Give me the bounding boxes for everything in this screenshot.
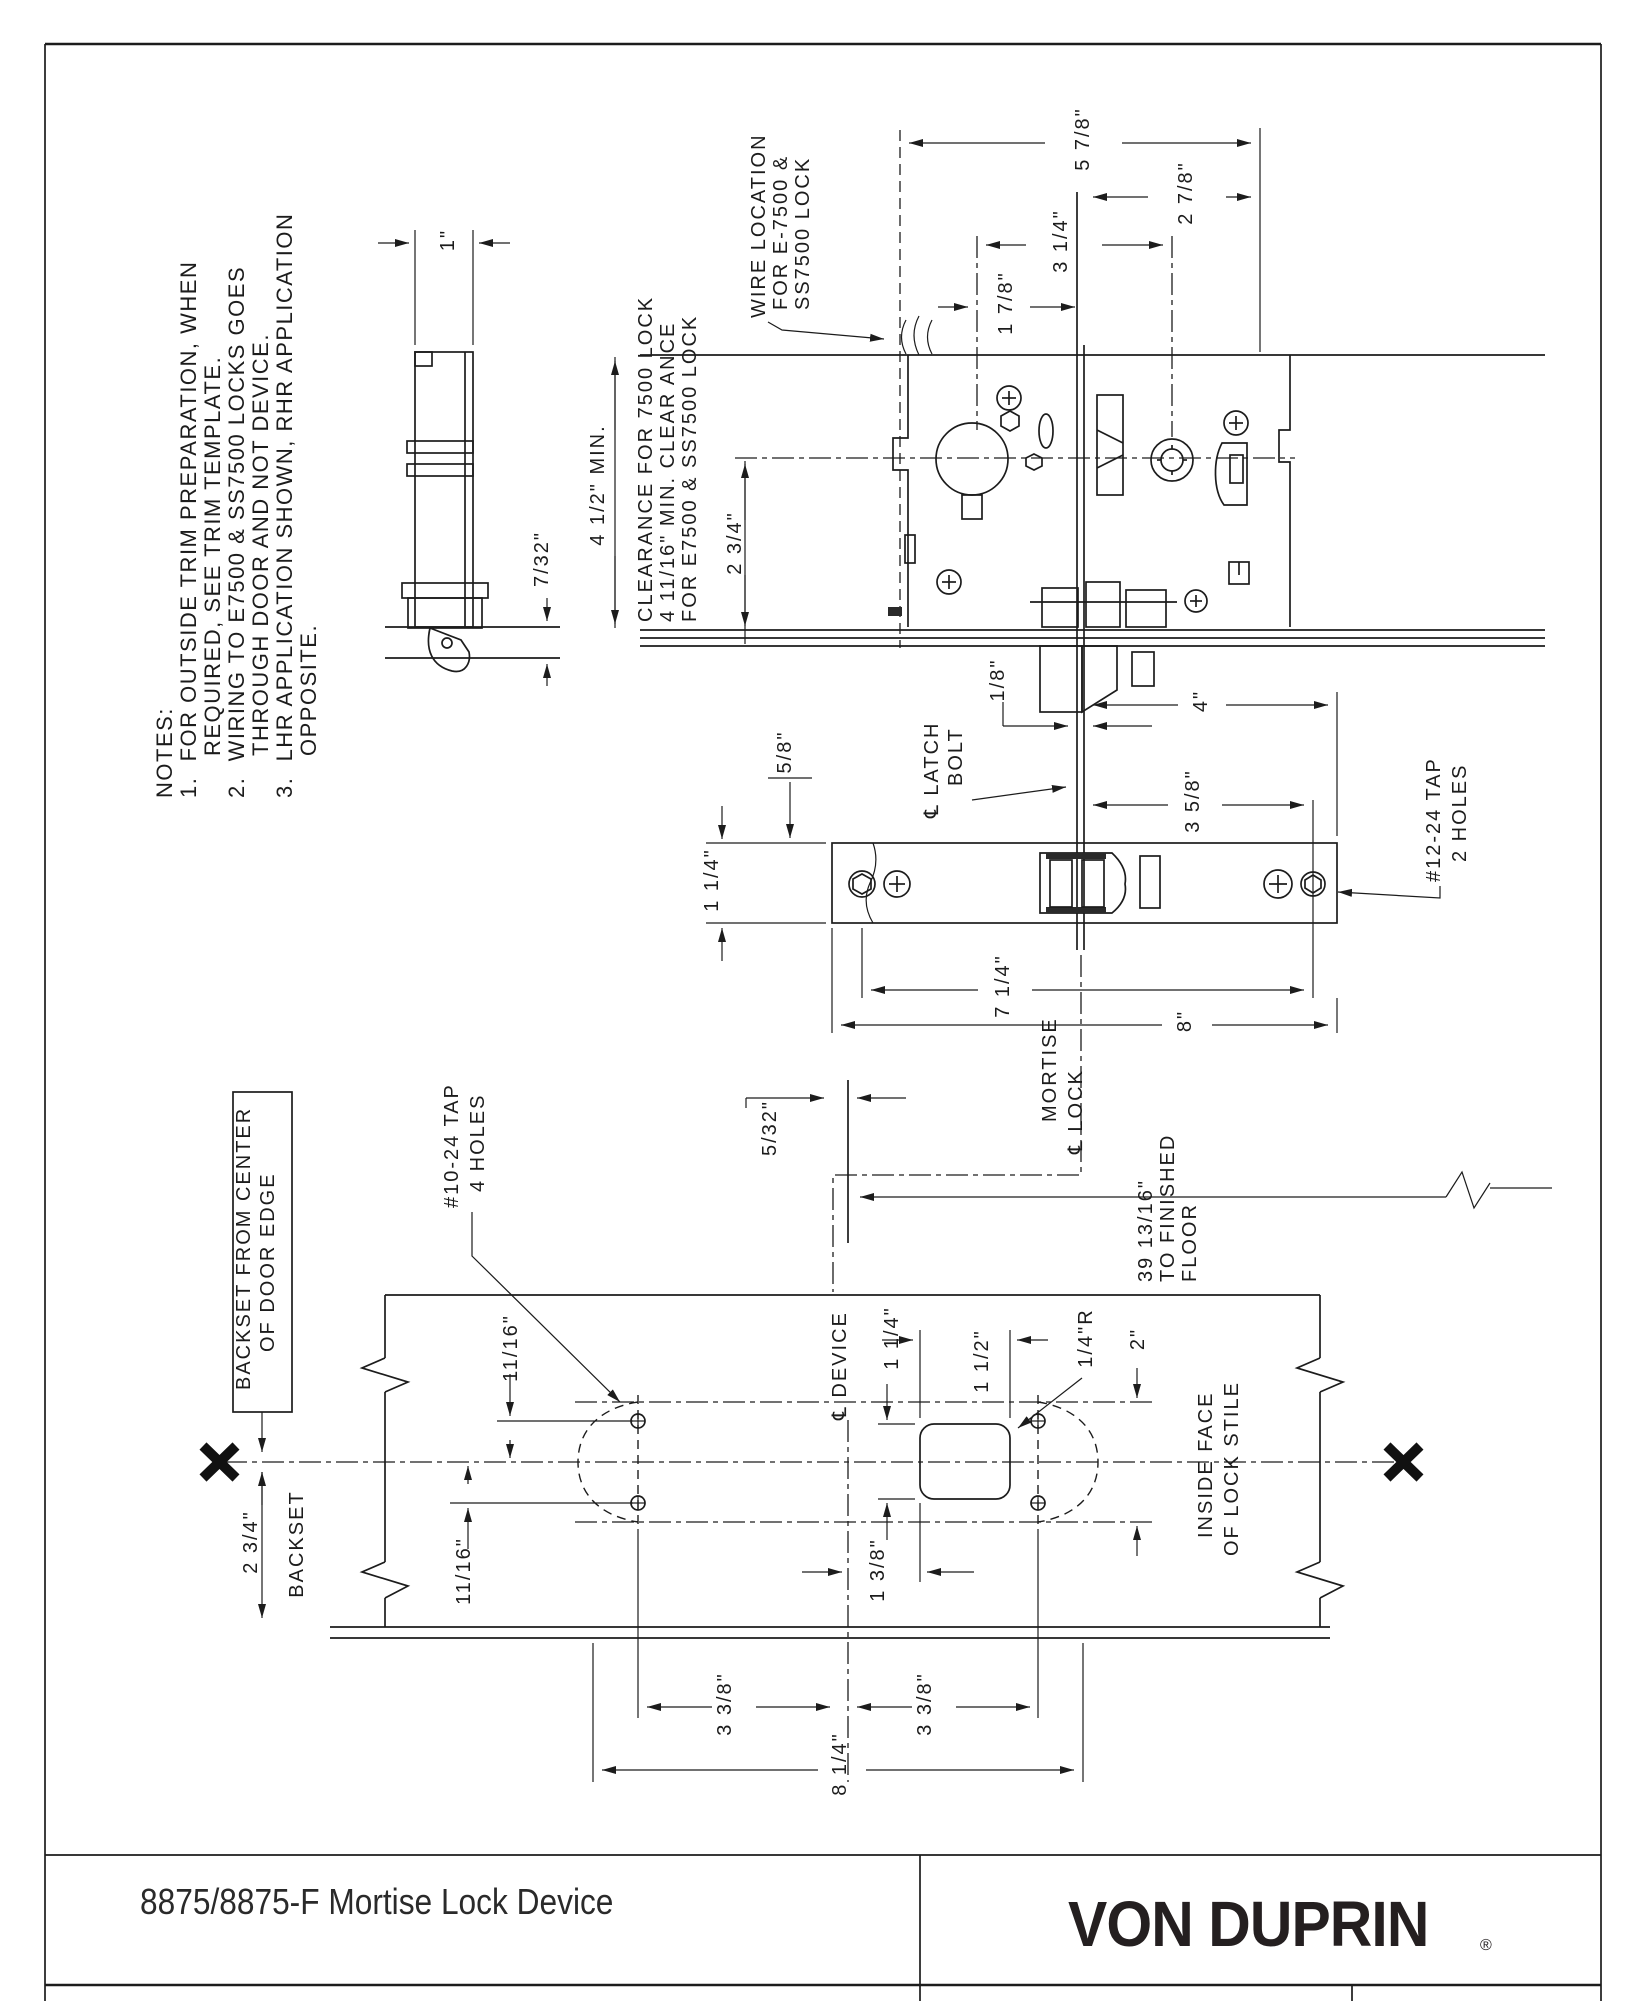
floor-callout: 39 13/16" TO FINISHED FLOOR	[1135, 1134, 1201, 1282]
backset-note-line: OF DOOR EDGE	[257, 1172, 279, 1352]
dim-3-1-4: 3 1/4"	[1050, 209, 1072, 273]
dim-1-8: 1/8"	[987, 659, 1009, 702]
case-front-edge	[892, 355, 909, 627]
dim-cl-to-edge: 2 3/4"	[724, 511, 746, 575]
device-cl-label: ℄ DEVICE	[829, 1311, 851, 1421]
label-backset: BACKSET	[286, 1490, 308, 1597]
inside-face-line: INSIDE FACE	[1195, 1392, 1217, 1538]
case-screw-right	[1223, 410, 1249, 436]
dim-5-7-8: 5 7/8"	[1072, 107, 1094, 171]
mortise-lock-line: MORTISE	[1039, 1017, 1061, 1122]
floor-line: 39 13/16"	[1135, 1179, 1157, 1282]
x-mark-right	[1383, 1442, 1424, 1482]
dim-3-3-8-right: 3 3/8"	[914, 1672, 936, 1736]
floor-line: FLOOR	[1179, 1203, 1201, 1282]
tap-10-24-line: 4 HOLES	[467, 1094, 489, 1192]
dim-cutout-width: 1 1/2"	[971, 1329, 993, 1393]
registered-mark: ®	[1480, 1937, 1492, 1954]
note-line: REQUIRED, SEE TRIM TEMPLATE.	[200, 356, 225, 756]
wire-location-line: WIRE LOCATION	[748, 133, 770, 318]
trim-outline-left	[577, 1401, 639, 1523]
sheet-border	[44, 42, 1602, 2001]
x-mark-left	[199, 1442, 240, 1482]
general-notes: NOTES: 1. FOR OUTSIDE TRIM PREPARATION, …	[152, 213, 321, 798]
dim-min-clearance: 4 1/2" MIN.	[587, 424, 609, 545]
lock-stile-view: BACKSET FROM CENTER OF DOOR EDGE 2 3/4" …	[199, 1083, 1424, 1796]
wire-location-callout: WIRE LOCATION FOR E-7500 & SS7500 LOCK	[748, 133, 814, 318]
dim-1-7-8: 1 7/8"	[995, 271, 1017, 335]
dim-cutout-height: 1 1/4"	[881, 1306, 903, 1370]
tap-12-24-line: #12-24 TAP	[1423, 757, 1445, 882]
clearance-line: CLEARANCE FOR 7500 LOCK	[635, 296, 657, 622]
centerline-transition: MORTISE ℄ LOCK 5/32" 39 13/16" TO FINISH…	[745, 955, 1552, 1782]
dim-device-width: 1"	[437, 229, 459, 251]
tap-10-24-line: #10-24 TAP	[441, 1083, 463, 1208]
dim-3-5-8: 3 5/8"	[1182, 769, 1204, 833]
latch-bolt-front	[1039, 852, 1127, 914]
note-line: 3. LHR APPLICATION SHOWN, RHR APPLICATIO…	[272, 213, 297, 798]
wire-location-line: FOR E-7500 &	[770, 155, 792, 310]
case-screw-top	[996, 385, 1022, 411]
dim-corner-radius: 1/4"R	[1075, 1308, 1097, 1367]
case-screw-bottom-right	[1184, 589, 1208, 613]
faceplate-screw-left	[848, 870, 876, 898]
note-line: THROUGH DOOR AND NOT DEVICE.	[248, 333, 273, 756]
faceplate-view: 1 1/4" 5/8" 1/8" 4" 3 5/8" 7 1/4" 8"	[701, 659, 1471, 1033]
dim-5-32: 5/32"	[759, 1100, 781, 1156]
clearance-note: CLEARANCE FOR 7500 LOCK 4 11/16" MIN. CL…	[635, 296, 701, 622]
tap-12-24-callout: #12-24 TAP 2 HOLES	[1423, 757, 1471, 882]
note-line: OPPOSITE.	[296, 624, 321, 756]
floor-line: TO FINISHED	[1157, 1134, 1179, 1282]
spindle-hub	[1150, 438, 1194, 482]
dim-hole-span: 2"	[1127, 1328, 1149, 1350]
dim-lip: 7/32"	[531, 531, 553, 587]
inside-face-line: OF LOCK STILE	[1221, 1381, 1243, 1556]
faceplate-screw-left2	[883, 870, 911, 898]
backset-note: BACKSET FROM CENTER OF DOOR EDGE	[233, 1107, 279, 1390]
tap-10-24-callout: #10-24 TAP 4 HOLES	[441, 1083, 489, 1208]
note-line: 1. FOR OUTSIDE TRIM PREPARATION, WHEN	[176, 261, 201, 798]
inside-face-label: INSIDE FACE OF LOCK STILE	[1195, 1381, 1243, 1556]
latch-bolt-callout: ℄ LATCH BOLT	[921, 722, 967, 819]
dim-5-8: 5/8"	[774, 731, 796, 774]
latch-bolt-line: BOLT	[945, 727, 967, 786]
dim-8: 8"	[1174, 1010, 1196, 1032]
dim-8-1-4: 8 1/4"	[829, 1732, 851, 1796]
latch-bolt-line: ℄ LATCH	[921, 722, 943, 819]
faceplate-screw-right	[1263, 869, 1293, 899]
lock-side-view: 4 1/2" MIN. CLEARANCE FOR 7500 LOCK 4 11…	[587, 107, 1545, 950]
dim-4: 4"	[1190, 690, 1212, 712]
hex-nut	[1000, 410, 1020, 432]
cylinder-hole	[935, 422, 1009, 496]
mortise-lock-callout: MORTISE ℄ LOCK	[1039, 1017, 1087, 1155]
case-screw-bottom-left	[936, 569, 962, 595]
latch-bolt-profile	[1039, 645, 1083, 713]
trim-outline-right	[1037, 1401, 1099, 1523]
dim-backset: 2 3/4"	[240, 1510, 262, 1574]
note-line: NOTES:	[152, 707, 177, 798]
wire-location-line: SS7500 LOCK	[792, 157, 814, 310]
title-block: 8875/8875-F Mortise Lock Device VON DUPR…	[45, 1854, 1601, 2001]
dim-2-7-8: 2 7/8"	[1175, 161, 1197, 225]
dim-plate-width: 1 1/4"	[701, 848, 723, 912]
clearance-line: 4 11/16" MIN. CLEAR ANCE	[657, 322, 679, 622]
backset-note-line: BACKSET FROM CENTER	[233, 1107, 255, 1390]
tap-12-24-line: 2 HOLES	[1449, 764, 1471, 862]
mortise-lock-line: ℄ LOCK	[1065, 1069, 1087, 1155]
device-edge-view: 1" 7/32"	[378, 229, 560, 686]
drawing-title: 8875/8875-F Mortise Lock Device	[140, 1882, 613, 1922]
dim-7-1-4: 7 1/4"	[992, 954, 1014, 1018]
dim-11-16-upper: 11/16"	[500, 1314, 522, 1382]
dim-3-3-8-left: 3 3/8"	[714, 1672, 736, 1736]
clearance-line: FOR E7500 & SS7500 LOCK	[679, 315, 701, 622]
dim-1-3-8: 1 3/8"	[867, 1538, 889, 1602]
device-cutout	[919, 1423, 1011, 1500]
break-line	[865, 842, 877, 924]
note-line: 2. WIRING TO E7500 & SS7500 LOCKS GOES	[224, 266, 249, 798]
case-back-edge	[1278, 355, 1291, 627]
dim-11-16-lower: 11/16"	[453, 1537, 475, 1605]
brand-logo: VON DUPRIN	[1068, 1889, 1428, 1961]
